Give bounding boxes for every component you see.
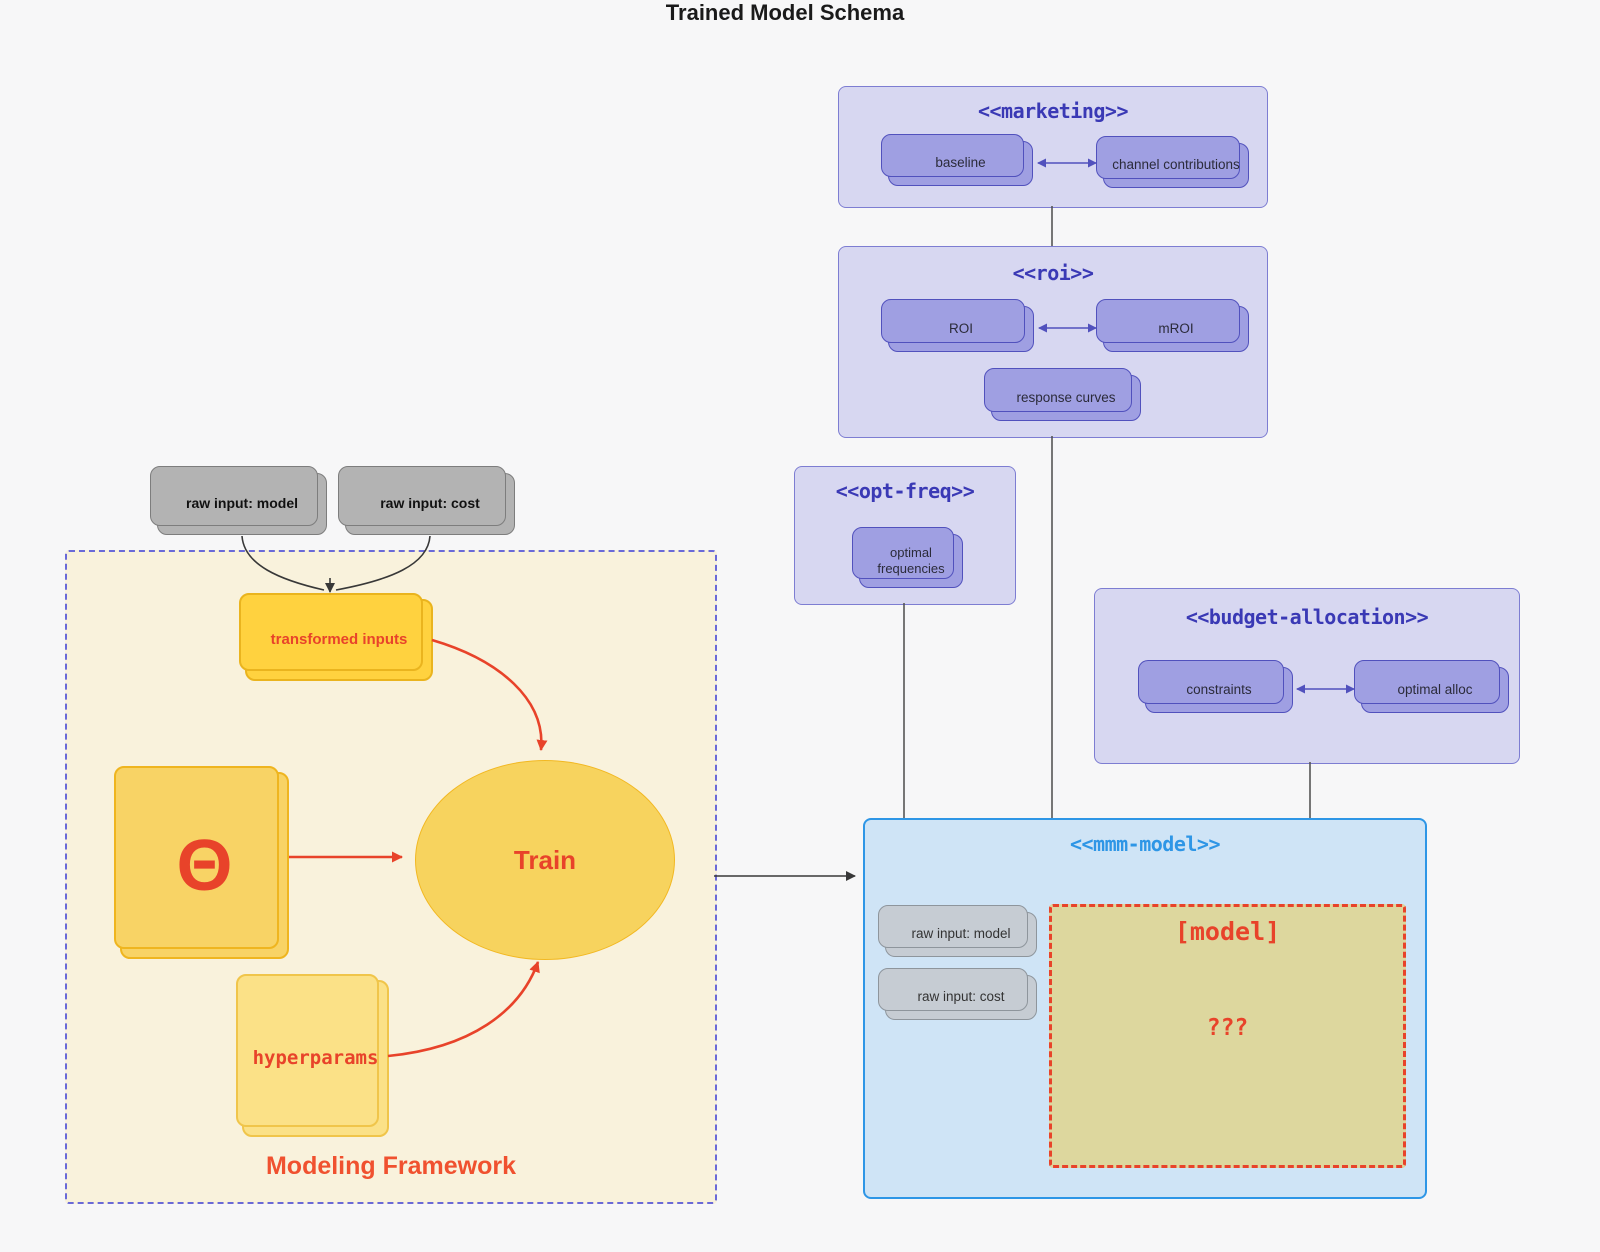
- node-optimal-frequencies: optimal frequencies: [859, 534, 963, 588]
- container-budget-allocation: <<budget-allocation>> constraints optima…: [1094, 588, 1520, 764]
- node-model-placeholder-box: [model] ???: [1049, 904, 1406, 1168]
- model-placeholder-label: [model]: [1174, 917, 1281, 946]
- node-transformed-inputs: transformed inputs: [245, 599, 433, 681]
- container-roi: <<roi>> ROI mROI response curves: [838, 246, 1268, 438]
- mmm-model-stereotype: <<mmm-model>>: [1069, 832, 1221, 856]
- node-roi: ROI: [888, 306, 1034, 352]
- node-hyperparams: hyperparams: [242, 980, 389, 1137]
- container-opt-freq: <<opt-freq>> optimal frequencies: [794, 466, 1016, 605]
- opt-freq-stereotype: <<opt-freq>>: [835, 479, 975, 503]
- marketing-stereotype: <<marketing>>: [977, 99, 1129, 123]
- roi-stereotype: <<roi>>: [1012, 261, 1094, 285]
- node-train: Train: [415, 760, 675, 960]
- budget-allocation-stereotype: <<budget-allocation>>: [1185, 605, 1429, 629]
- node-channel-contributions: channel contributions: [1103, 143, 1249, 188]
- page-title: Trained Model Schema: [665, 0, 905, 25]
- modeling-framework-label: Modeling Framework: [265, 1152, 517, 1180]
- node-optimal-alloc: optimal alloc: [1361, 667, 1509, 713]
- node-theta: Θ: [120, 772, 289, 959]
- container-modeling-framework: transformed inputs Θ Train hyperparams M…: [65, 550, 717, 1204]
- theta-symbol: Θ: [176, 825, 233, 906]
- node-mroi: mROI: [1103, 306, 1249, 352]
- node-raw-input-model: raw input: model: [157, 473, 327, 535]
- node-raw-input-cost: raw input: cost: [345, 473, 515, 535]
- model-unknown-label: ???: [1206, 1015, 1249, 1041]
- node-baseline: baseline: [888, 141, 1033, 186]
- node-mmm-raw-input-cost: raw input: cost: [885, 975, 1037, 1020]
- node-response-curves: response curves: [991, 375, 1141, 421]
- container-marketing: <<marketing>> baseline channel contribut…: [838, 86, 1268, 208]
- node-mmm-raw-input-model: raw input: model: [885, 912, 1037, 957]
- node-constraints: constraints: [1145, 667, 1293, 713]
- container-mmm-model: <<mmm-model>> raw input: model raw input…: [863, 818, 1427, 1199]
